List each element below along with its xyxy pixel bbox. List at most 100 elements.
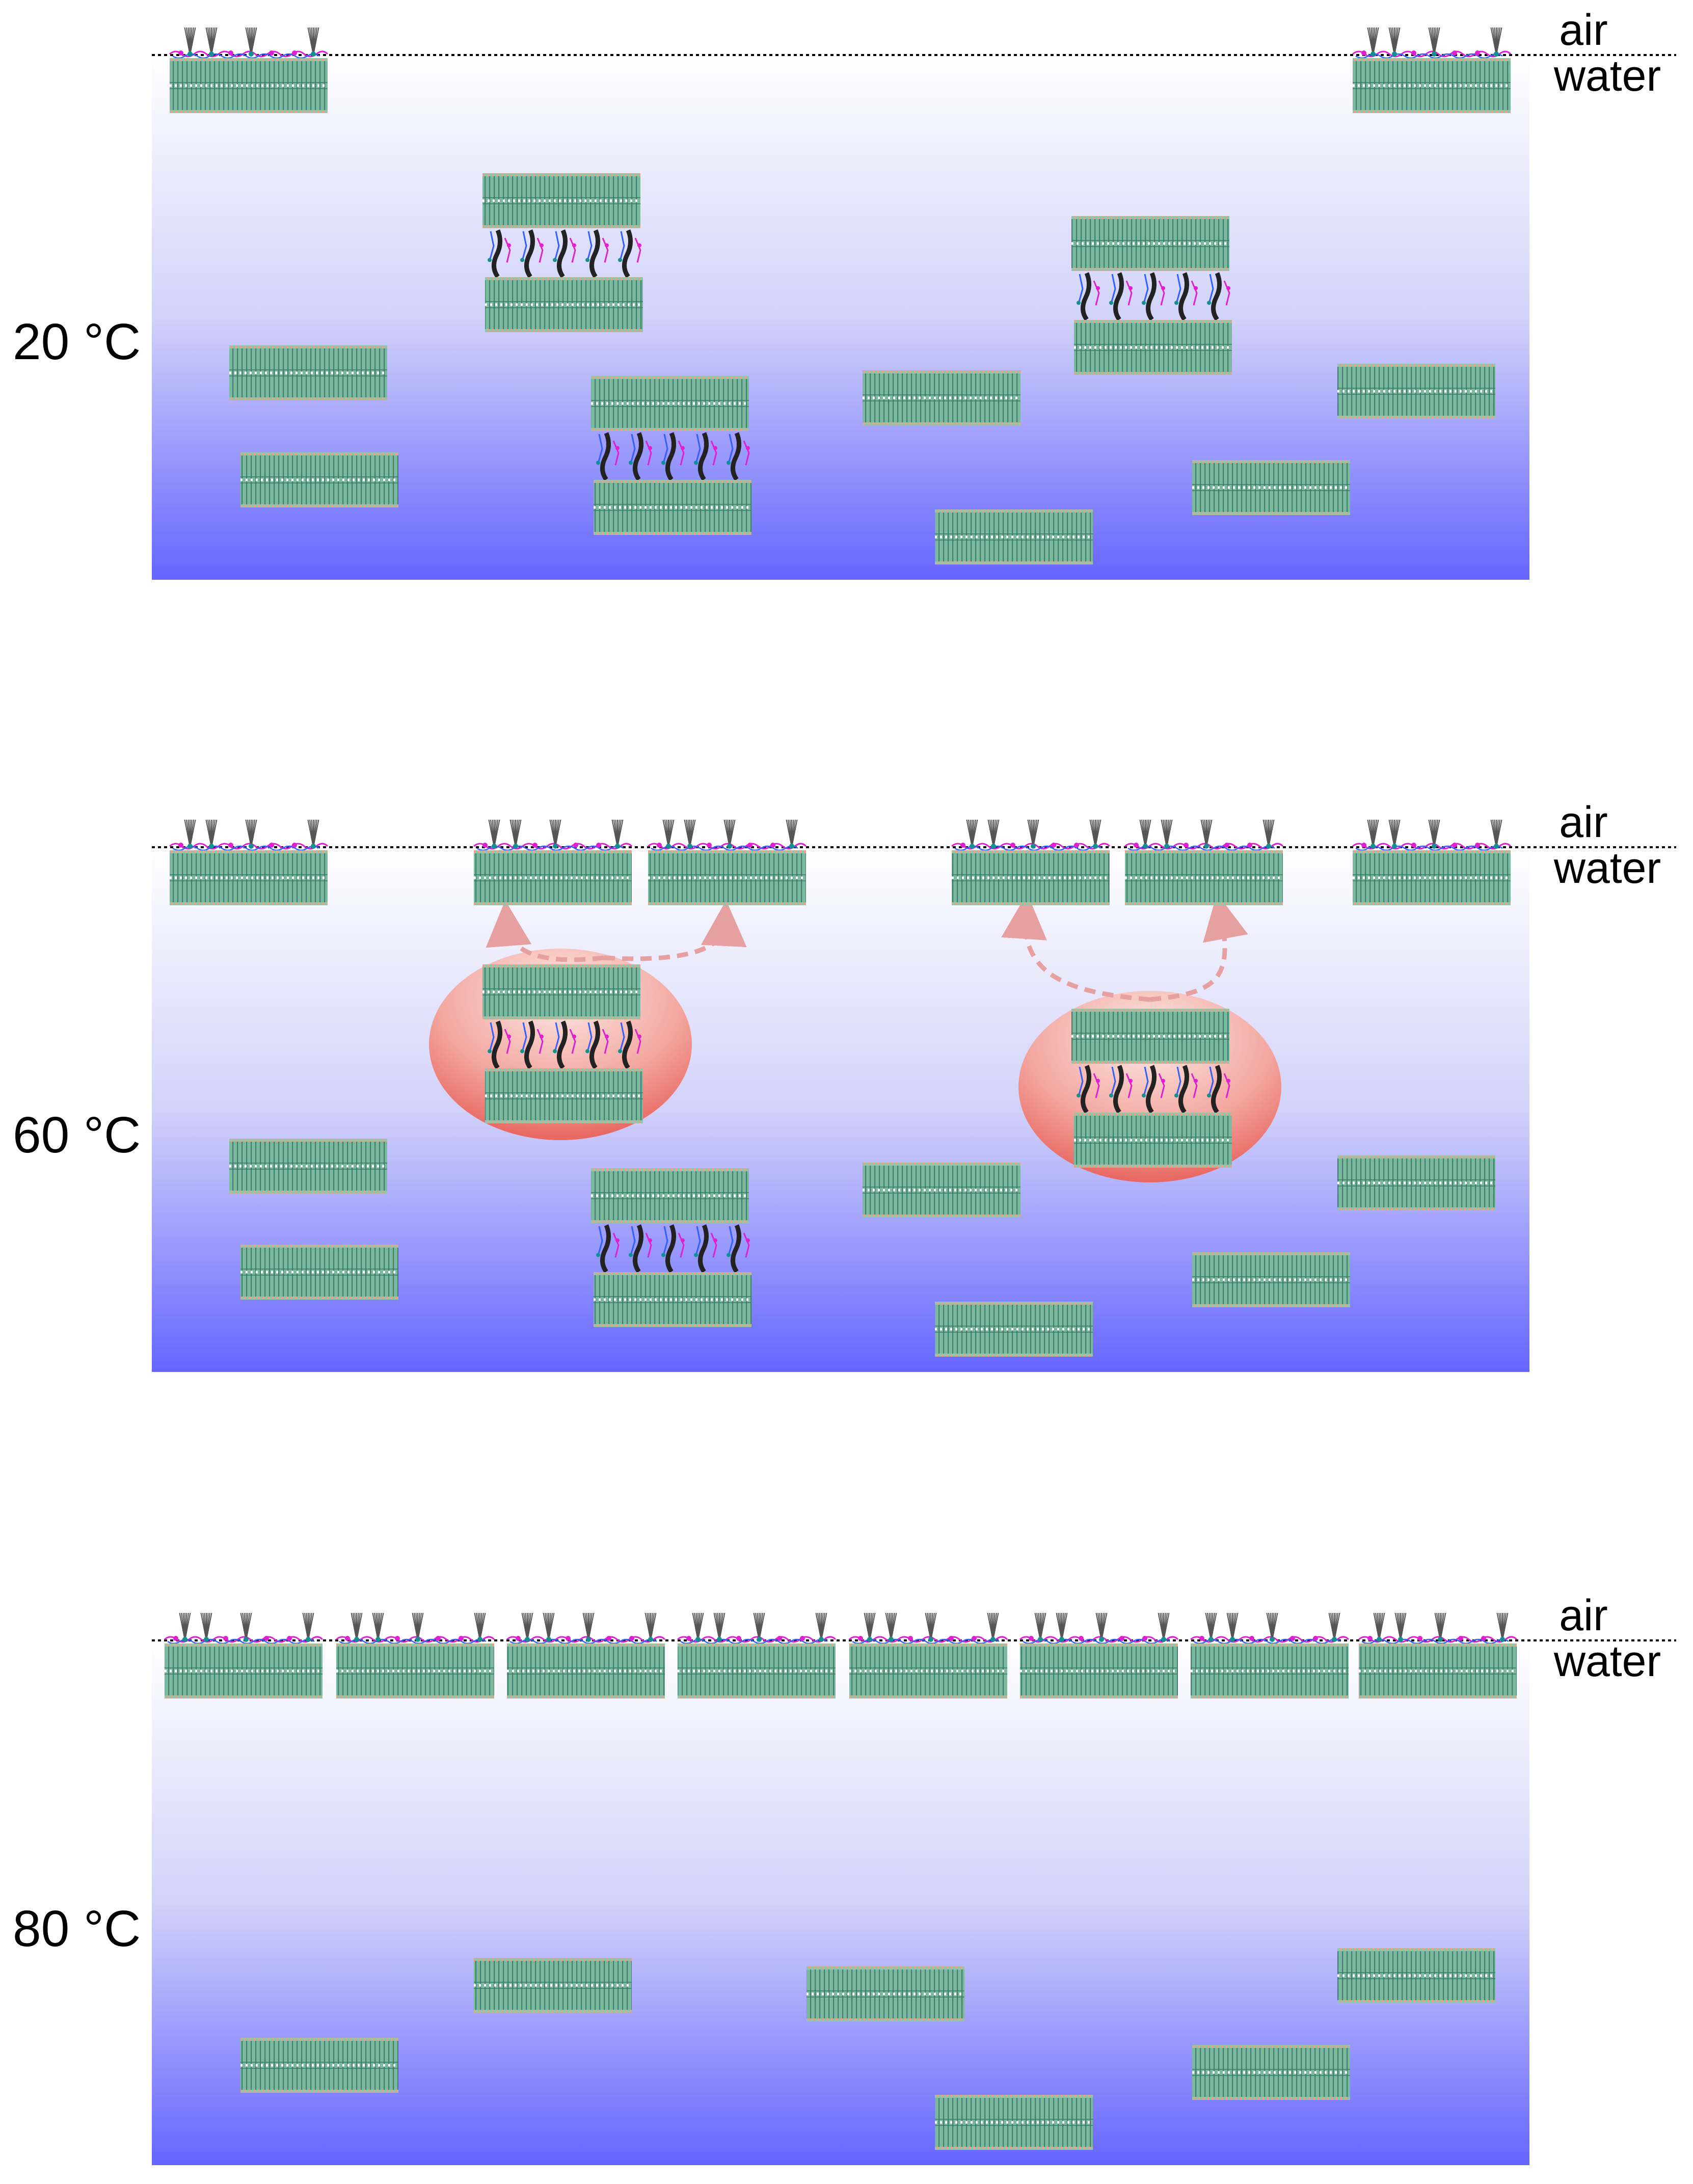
migration-arrow: [1001, 893, 1150, 1002]
lipid-bilayer-icon: [1074, 320, 1232, 375]
lipid-bilayer-icon: [485, 277, 643, 332]
lipid-bilayer-icon: [952, 850, 1110, 905]
water-label: water: [1553, 844, 1661, 893]
surface-bilayer-stack: [1352, 27, 1512, 113]
surface-peptide-icon: [1124, 819, 1284, 851]
lipid-bilayer-icon: [229, 345, 387, 400]
peptide-bridged-aggregate: [591, 1168, 751, 1327]
panel-80c: air water 80 °C: [13, 1591, 1676, 2165]
bilayer-stack: [1192, 2045, 1350, 2100]
surface-bilayer-stack: [951, 819, 1111, 905]
bilayer-stack: [1337, 364, 1495, 419]
lipid-bilayer-icon: [240, 1245, 398, 1300]
temperature-label: 60 °C: [13, 1107, 141, 1164]
panel-20c: air water 20 °C: [13, 6, 1676, 580]
surface-peptide-icon: [1352, 27, 1512, 59]
lipid-bilayer-icon: [240, 452, 398, 507]
surface-bilayer-stack: [648, 819, 807, 905]
bilayer-stack: [1192, 1252, 1350, 1307]
lipid-bilayer-icon: [594, 480, 751, 535]
lipid-bilayer-icon: [1191, 1643, 1349, 1698]
surface-peptide-icon: [169, 819, 329, 851]
air-label: air: [1559, 6, 1608, 55]
peptide-crosslink-icon: [488, 1020, 641, 1069]
peptide-bridged-aggregate: [591, 376, 751, 535]
bilayer-stack: [863, 370, 1020, 425]
lipid-bilayer-icon: [863, 370, 1020, 425]
lipid-bilayer-icon: [482, 964, 640, 1019]
lipid-bilayer-icon: [485, 1068, 643, 1123]
lipid-bilayer-icon: [1125, 850, 1283, 905]
bilayer-stack: [240, 1245, 398, 1300]
lipid-bilayer-icon: [1337, 1155, 1495, 1210]
lipid-bilayer-icon: [165, 1643, 323, 1698]
surface-peptide-icon: [951, 819, 1111, 851]
panel-60c: air water 60 °C: [13, 798, 1676, 1372]
surface-bilayer-stack: [169, 819, 329, 905]
surface-bilayer-stack: [1019, 1612, 1179, 1698]
lipid-bilayer-icon: [474, 850, 632, 905]
surface-peptide-icon: [164, 1612, 324, 1644]
lipid-bilayer-icon: [1192, 1252, 1350, 1307]
surface-peptide-icon: [849, 1612, 1008, 1644]
peptide-bridged-aggregate: [482, 964, 643, 1123]
surface-bilayer-stack: [677, 1612, 837, 1698]
peptide-crosslink-icon: [596, 1224, 750, 1273]
lipid-bilayer-icon: [474, 1958, 632, 2013]
lipid-bilayer-icon: [591, 376, 749, 431]
surface-peptide-icon: [336, 1612, 495, 1644]
lipid-bilayer-icon: [807, 1966, 964, 2021]
bilayer-stack: [474, 1958, 632, 2013]
bilayer-stack: [807, 1966, 964, 2021]
surface-bilayer-stack: [1352, 819, 1512, 905]
peptide-bridged-aggregate: [1071, 1009, 1232, 1168]
surface-bilayer-stack: [336, 1612, 495, 1698]
lipid-bilayer-icon: [1071, 216, 1229, 271]
lipid-bilayer-icon: [1020, 1643, 1178, 1698]
surface-bilayer-stack: [849, 1612, 1008, 1698]
lipid-bilayer-icon: [336, 1643, 494, 1698]
peptide-crosslink-icon: [1077, 1065, 1230, 1114]
surface-bilayer-stack: [164, 1612, 324, 1698]
bilayer-stack: [935, 509, 1093, 564]
lipid-bilayer-icon: [594, 1272, 751, 1327]
bilayer-stack: [1337, 1155, 1495, 1210]
lipid-bilayer-icon: [1192, 460, 1350, 515]
peptide-crosslink-icon: [488, 229, 641, 278]
bilayer-stack: [935, 1302, 1093, 1357]
temperature-label: 20 °C: [13, 313, 141, 370]
migration-arrow: [1149, 893, 1248, 1002]
surface-peptide-icon: [1019, 1612, 1179, 1644]
bilayer-stack: [240, 452, 398, 507]
lipid-bilayer-icon: [1337, 1948, 1495, 2003]
lipid-bilayer-icon: [507, 1643, 665, 1698]
surface-bilayer-stack: [1358, 1612, 1518, 1698]
air-label: air: [1559, 798, 1608, 847]
surface-bilayer-stack: [1190, 1612, 1350, 1698]
temperature-label: 80 °C: [13, 1900, 141, 1957]
migration-arrow: [603, 900, 747, 961]
bilayer-stack: [229, 345, 387, 400]
bilayer-stack: [863, 1163, 1020, 1218]
bilayer-stack: [229, 1139, 387, 1194]
surface-bilayer-stack: [169, 27, 329, 113]
bilayer-stack: [1337, 1948, 1495, 2003]
lipid-bilayer-icon: [1071, 1009, 1229, 1064]
lipid-bilayer-icon: [648, 850, 806, 905]
surface-bilayer-stack: [473, 819, 633, 905]
lipid-bilayer-icon: [849, 1643, 1007, 1698]
surface-peptide-icon: [648, 819, 807, 851]
surface-peptide-icon: [506, 1612, 666, 1644]
lipid-bilayer-icon: [678, 1643, 836, 1698]
lipid-bilayer-icon: [1353, 58, 1511, 113]
lipid-bilayer-icon: [863, 1163, 1020, 1218]
surface-peptide-icon: [1352, 819, 1512, 851]
lipid-bilayer-icon: [170, 850, 328, 905]
lipid-bilayer-icon: [935, 509, 1093, 564]
lipid-bilayer-icon: [1359, 1643, 1517, 1698]
lipid-bilayer-icon: [1192, 2045, 1350, 2100]
water-label: water: [1553, 1637, 1661, 1686]
surface-bilayer-stack: [1124, 819, 1284, 905]
lipid-bilayer-icon: [229, 1139, 387, 1194]
peptide-crosslink-icon: [1077, 272, 1230, 321]
